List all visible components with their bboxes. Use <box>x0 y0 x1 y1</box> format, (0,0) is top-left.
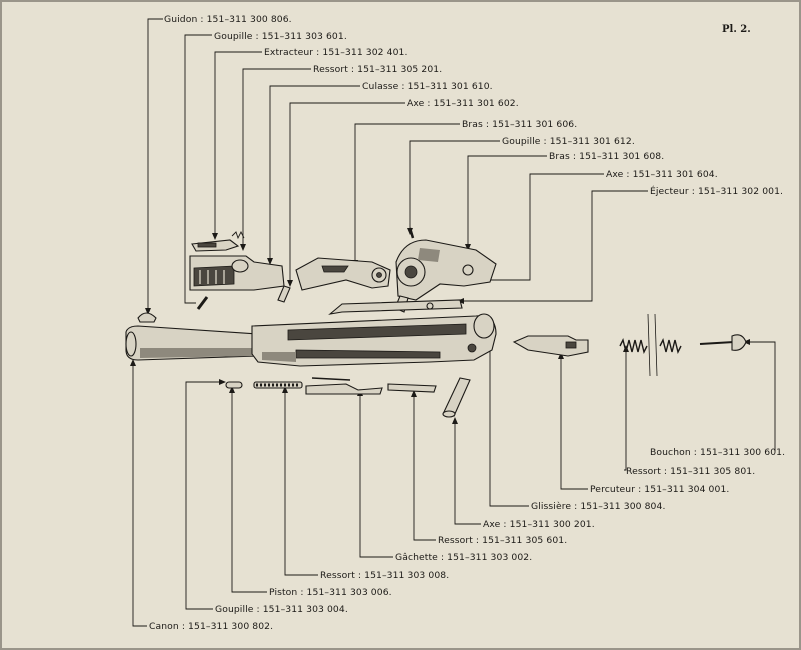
label-guidon: Guidon : 151–311 300 806. <box>164 14 292 25</box>
label-bras-1: Bras : 151–311 301 606. <box>462 119 577 130</box>
goupille-top-part <box>196 296 209 310</box>
goupille-bottom-part <box>225 381 243 389</box>
bras-2-part <box>395 239 497 301</box>
label-gachette: Gâchette : 151–311 303 002. <box>395 552 532 563</box>
guidon-part <box>137 312 157 323</box>
label-culasse: Culasse : 151–311 301 610. <box>362 81 493 92</box>
label-ressort-low: Ressort : 151–311 303 008. <box>320 570 449 581</box>
bras-1-part <box>295 257 391 291</box>
label-glissiere: Glissière : 151–311 300 804. <box>531 501 665 512</box>
ressort-right-part <box>619 313 682 377</box>
label-ressort-top: Ressort : 151–311 305 201. <box>313 64 442 75</box>
extracteur-part <box>191 239 240 252</box>
ejecteur-part <box>328 299 463 315</box>
label-bras-2: Bras : 151–311 301 608. <box>549 151 664 162</box>
plate-number: Pl. 2. <box>722 24 751 35</box>
label-ejecteur: Éjecteur : 151–311 302 001. <box>650 185 783 197</box>
label-goupille-top: Goupille : 151–311 303 601. <box>214 31 347 42</box>
label-ressort-bottom: Ressort : 151–311 305 601. <box>438 535 567 546</box>
label-piston: Piston : 151–311 303 006. <box>269 587 392 598</box>
axe-bottom-part <box>442 377 471 418</box>
ressort-low-part <box>311 377 351 381</box>
label-ressort-right: Ressort : 151–311 305 801. <box>626 466 755 477</box>
ressort-top-part <box>231 230 245 240</box>
label-bouchon: Bouchon : 151–311 300 601. <box>650 447 785 458</box>
label-percuteur: Percuteur : 151–311 304 001. <box>590 484 729 495</box>
piston-part <box>253 381 303 389</box>
label-axe-mid: Axe : 151–311 301 604. <box>606 169 718 180</box>
goupille-mid-part <box>408 227 415 239</box>
label-axe-bottom: Axe : 151–311 300 201. <box>483 519 595 530</box>
culasse-part <box>189 255 285 291</box>
label-goupille-mid: Goupille : 151–311 301 612. <box>502 136 635 147</box>
ressort-bottom-part <box>387 383 437 393</box>
gachette-part <box>305 383 383 395</box>
axe-top-part <box>277 285 291 303</box>
label-axe-top: Axe : 151–311 301 602. <box>407 98 519 109</box>
glissiere-part <box>251 313 497 367</box>
leader-lines <box>130 18 776 627</box>
bouchon-part <box>699 334 747 351</box>
label-extracteur: Extracteur : 151–311 302 401. <box>264 47 408 58</box>
label-canon: Canon : 151–311 300 802. <box>149 621 273 632</box>
canon-part <box>125 325 259 361</box>
part-labels: Guidon : 151–311 300 806. Goupille : 151… <box>149 14 785 632</box>
label-goupille-bottom: Goupille : 151–311 303 004. <box>215 604 348 615</box>
percuteur-part <box>512 335 589 357</box>
